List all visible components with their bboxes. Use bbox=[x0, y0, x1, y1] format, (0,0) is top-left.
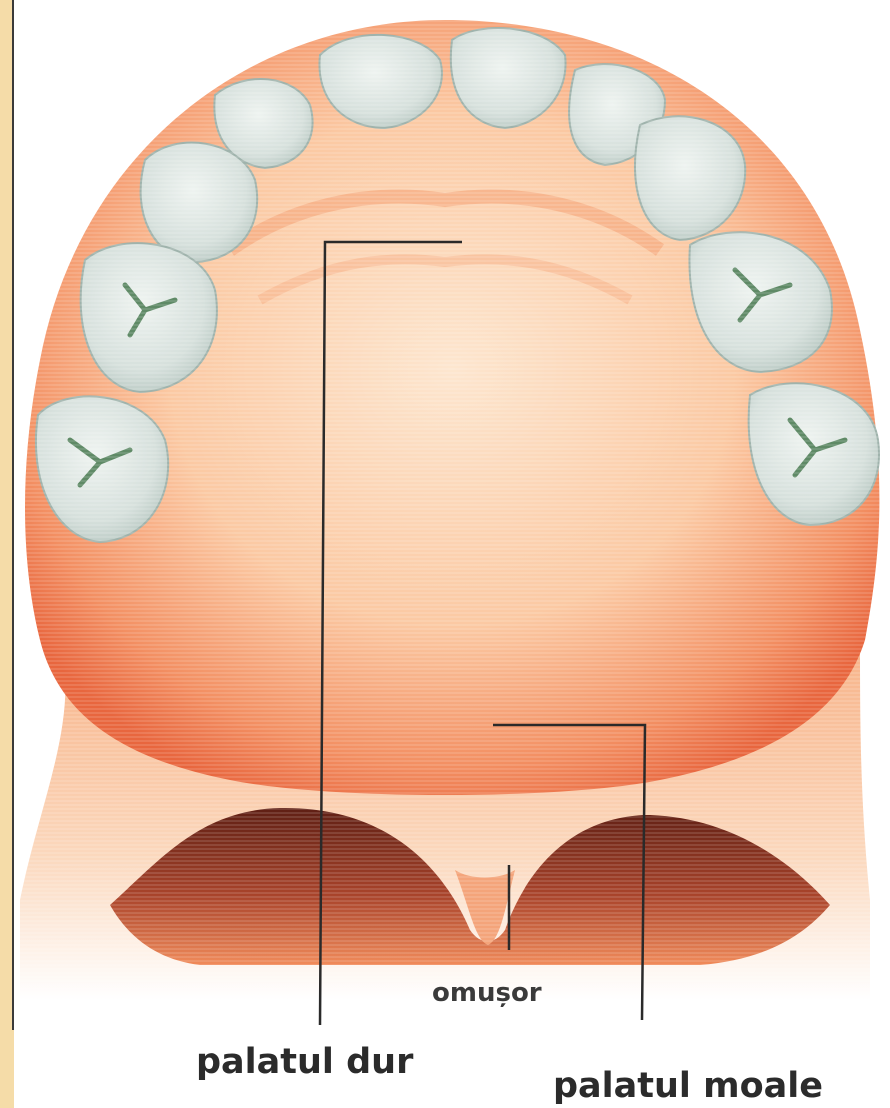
hard-palate-label: palatul dur bbox=[196, 1042, 413, 1082]
soft-palate-label: palatul moale bbox=[553, 1066, 823, 1106]
scan-texture bbox=[14, 0, 890, 1000]
uvula-label: omușor bbox=[432, 978, 542, 1008]
frame-strip bbox=[0, 0, 14, 1108]
